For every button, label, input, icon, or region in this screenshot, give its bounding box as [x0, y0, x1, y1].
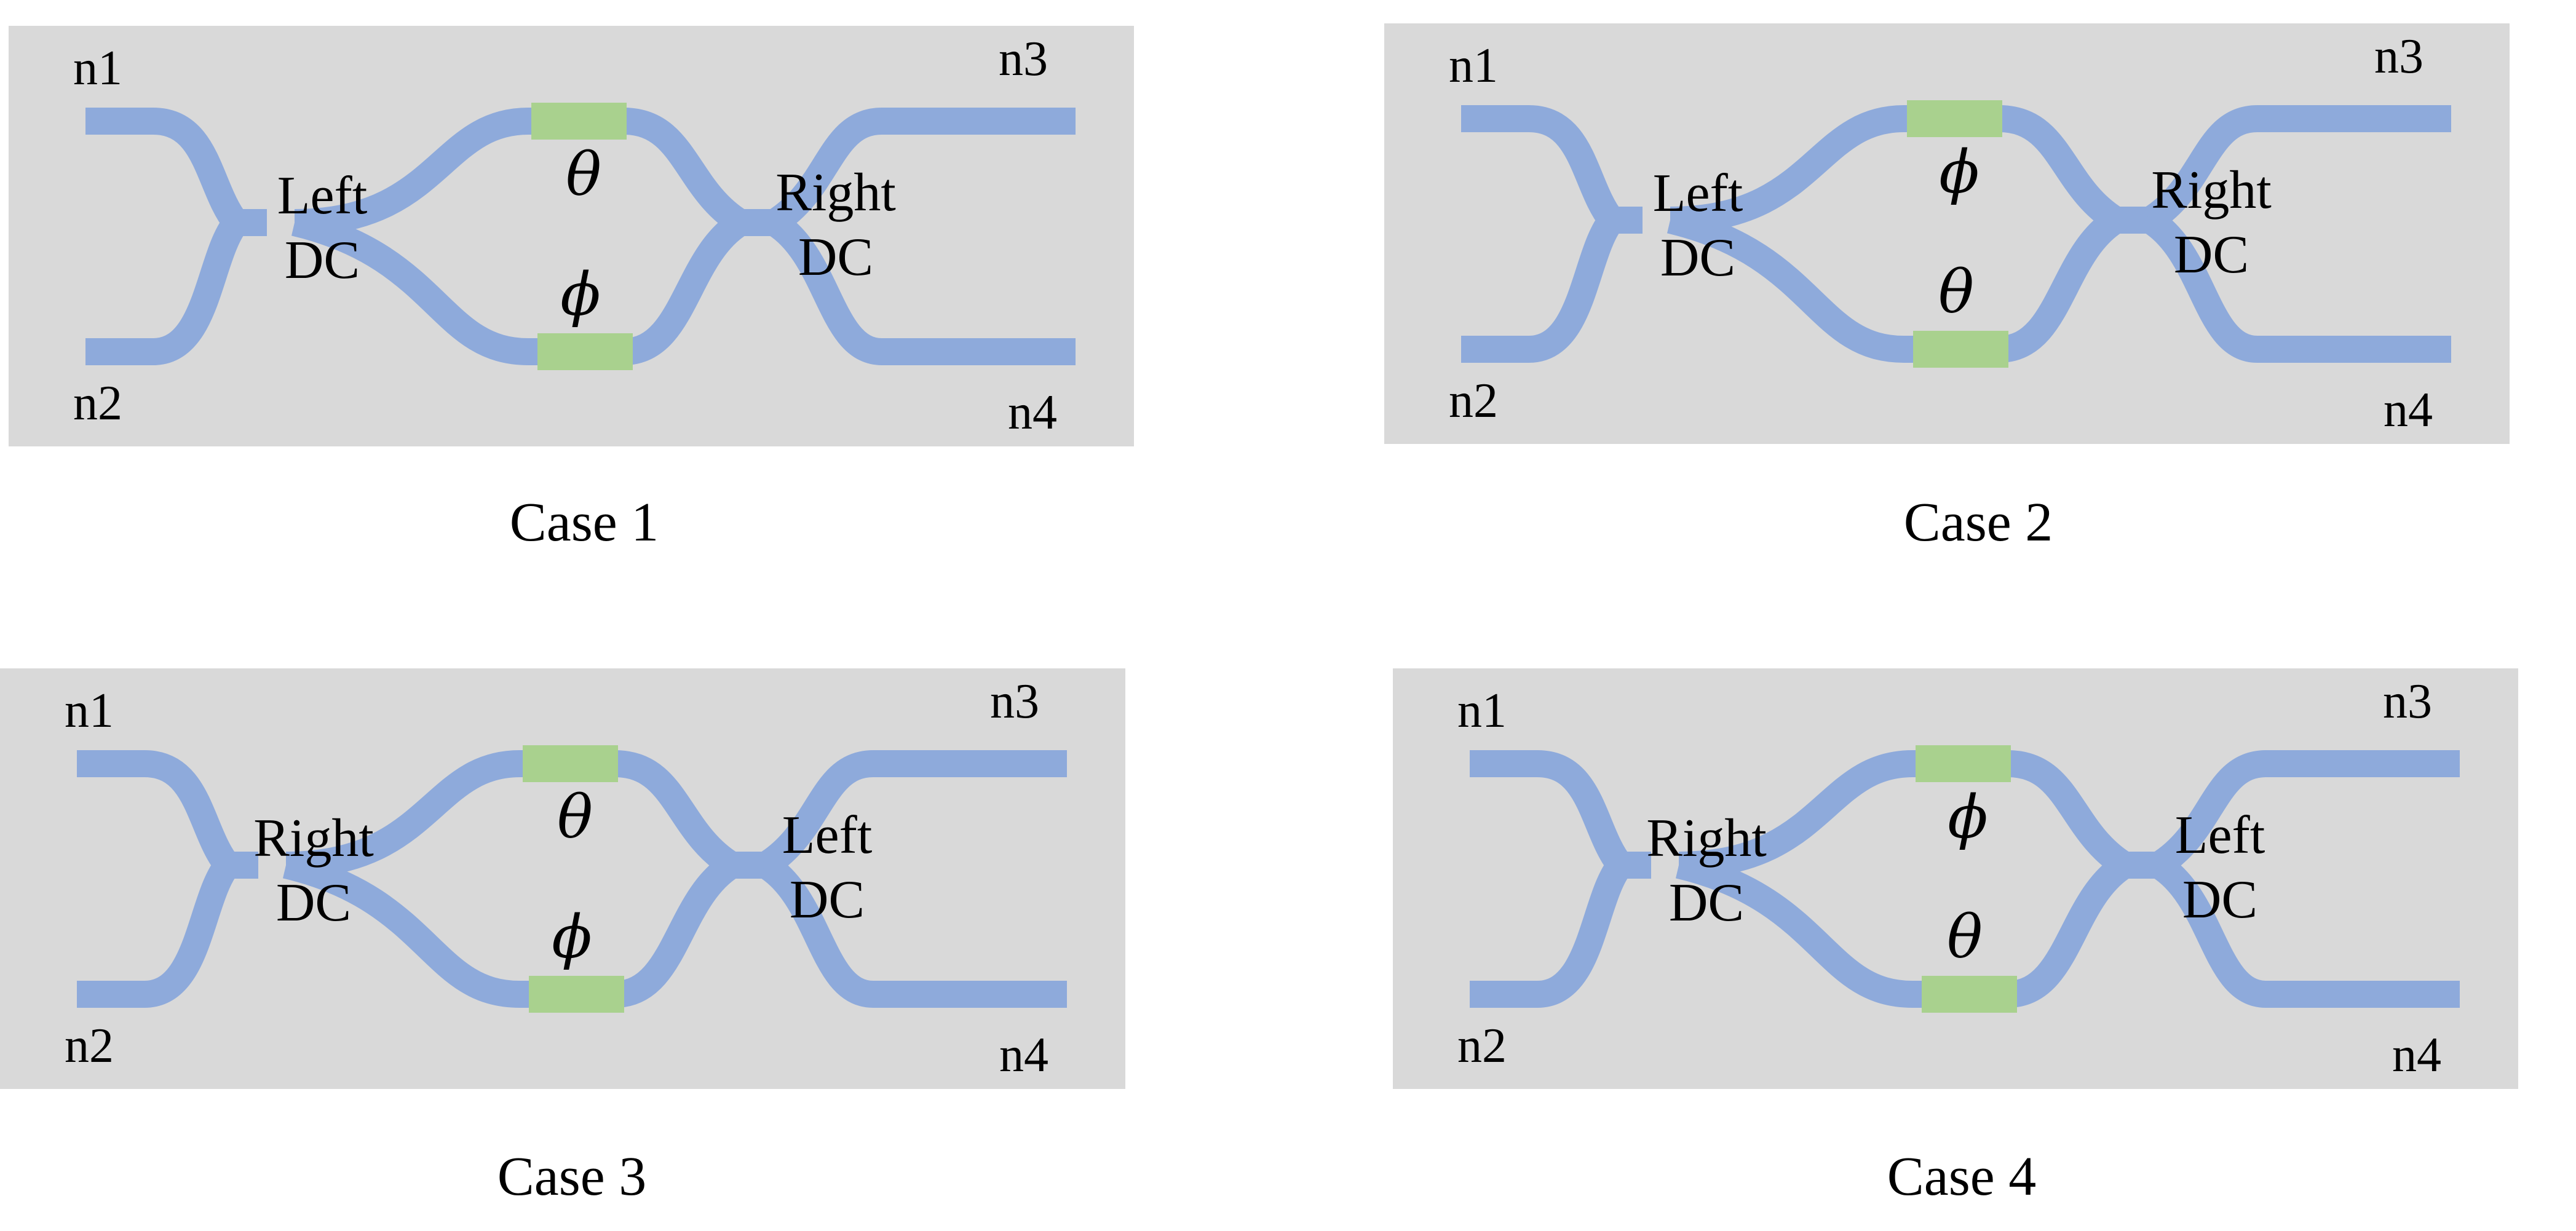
right-outer-waveguide [758, 750, 1067, 1008]
bottom-phase-label: θ [1938, 258, 1974, 327]
interferometer-arms [282, 750, 758, 1008]
waveguides [85, 108, 1076, 365]
top-phase-shifter [1916, 745, 2011, 782]
port-n3: n3 [2374, 30, 2423, 84]
caption-case-4: Case 4 [1887, 1146, 2037, 1207]
interferometer-arms [1666, 105, 2142, 363]
right-outer-waveguide [2150, 750, 2460, 1008]
left-coupler-label-line2: DC [285, 231, 360, 290]
panel-background [0, 668, 1125, 1089]
right-coupler-label-line1: Left [782, 805, 873, 865]
mzi-diagram: n1 n2 n3 n4 Right DC Left DC ϕ θ [1393, 668, 2518, 1089]
right-coupler-label-line2: DC [2182, 870, 2257, 930]
top-phase-shifter [1907, 100, 2002, 137]
mzi-diagram: n1 n2 n3 n4 Left DC Right DC θ ϕ [9, 26, 1134, 446]
top-phase-label: ϕ [1948, 783, 1987, 852]
right-coupler-label-line1: Left [2175, 805, 2265, 865]
top-phase-label: ϕ [1939, 138, 1979, 207]
port-n1: n1 [1457, 684, 1507, 738]
interferometer-arms [1675, 750, 2151, 1008]
right-coupler-label-line2: DC [2174, 225, 2249, 285]
waveguides [1470, 750, 2460, 1008]
panel-background [1393, 668, 2518, 1089]
top-phase-shifter [523, 745, 618, 782]
bottom-phase-shifter [529, 976, 624, 1013]
right-coupler-label-line2: DC [798, 228, 873, 287]
left-outer-waveguide [77, 750, 245, 1008]
panel-background [9, 26, 1134, 446]
left-outer-waveguide [1470, 750, 1638, 1008]
port-n2: n2 [65, 1019, 114, 1073]
left-outer-waveguide [85, 108, 254, 365]
top-phase-label: θ [566, 140, 601, 209]
port-n4: n4 [2384, 383, 2433, 437]
left-coupler-label-line2: DC [1660, 228, 1735, 288]
port-n3: n3 [990, 675, 1039, 729]
port-n1: n1 [73, 41, 122, 95]
waveguides [1461, 105, 2451, 363]
right-outer-waveguide [766, 108, 1076, 365]
left-coupler-label-line1: Left [1653, 164, 1743, 223]
mzi-diagram: n1 n2 n3 n4 Left DC Right DC ϕ θ [1384, 23, 2510, 444]
caption-case-1: Case 1 [509, 492, 659, 553]
left-coupler-label-line1: Right [253, 809, 374, 868]
port-n4: n4 [2392, 1028, 2441, 1082]
bottom-phase-label: ϕ [552, 903, 592, 972]
left-outer-waveguide [1461, 105, 1630, 363]
caption-case-2: Case 2 [1903, 492, 2053, 553]
right-outer-waveguide [2142, 105, 2451, 363]
bottom-phase-shifter [537, 333, 633, 370]
top-phase-label: θ [557, 783, 593, 852]
left-coupler-label-line1: Right [1646, 809, 1767, 868]
bottom-phase-label: θ [1947, 903, 1983, 972]
bottom-phase-shifter [1913, 331, 2008, 368]
port-n2: n2 [1457, 1019, 1507, 1073]
port-n4: n4 [999, 1028, 1048, 1082]
bottom-phase-shifter [1922, 976, 2017, 1013]
left-coupler-label-line1: Left [277, 166, 368, 226]
left-coupler-label-line2: DC [1669, 873, 1744, 933]
left-coupler-label-line2: DC [276, 873, 351, 933]
port-n3: n3 [2383, 675, 2432, 729]
port-n2: n2 [1449, 374, 1498, 428]
top-phase-shifter [531, 103, 627, 140]
port-n4: n4 [1008, 386, 1057, 440]
caption-case-3: Case 3 [497, 1146, 647, 1207]
port-n2: n2 [73, 376, 122, 430]
bottom-phase-label: ϕ [560, 260, 600, 329]
port-n1: n1 [1449, 39, 1498, 93]
right-coupler-label-line1: Right [2151, 160, 2272, 220]
mzi-diagram: n1 n2 n3 n4 Right DC Left DC θ ϕ [0, 668, 1125, 1089]
right-coupler-label-line2: DC [790, 870, 865, 930]
interferometer-arms [291, 108, 767, 365]
panel-background [1384, 23, 2510, 444]
waveguides [77, 750, 1067, 1008]
port-n1: n1 [65, 684, 114, 738]
port-n3: n3 [999, 32, 1048, 86]
right-coupler-label-line1: Right [775, 163, 896, 223]
